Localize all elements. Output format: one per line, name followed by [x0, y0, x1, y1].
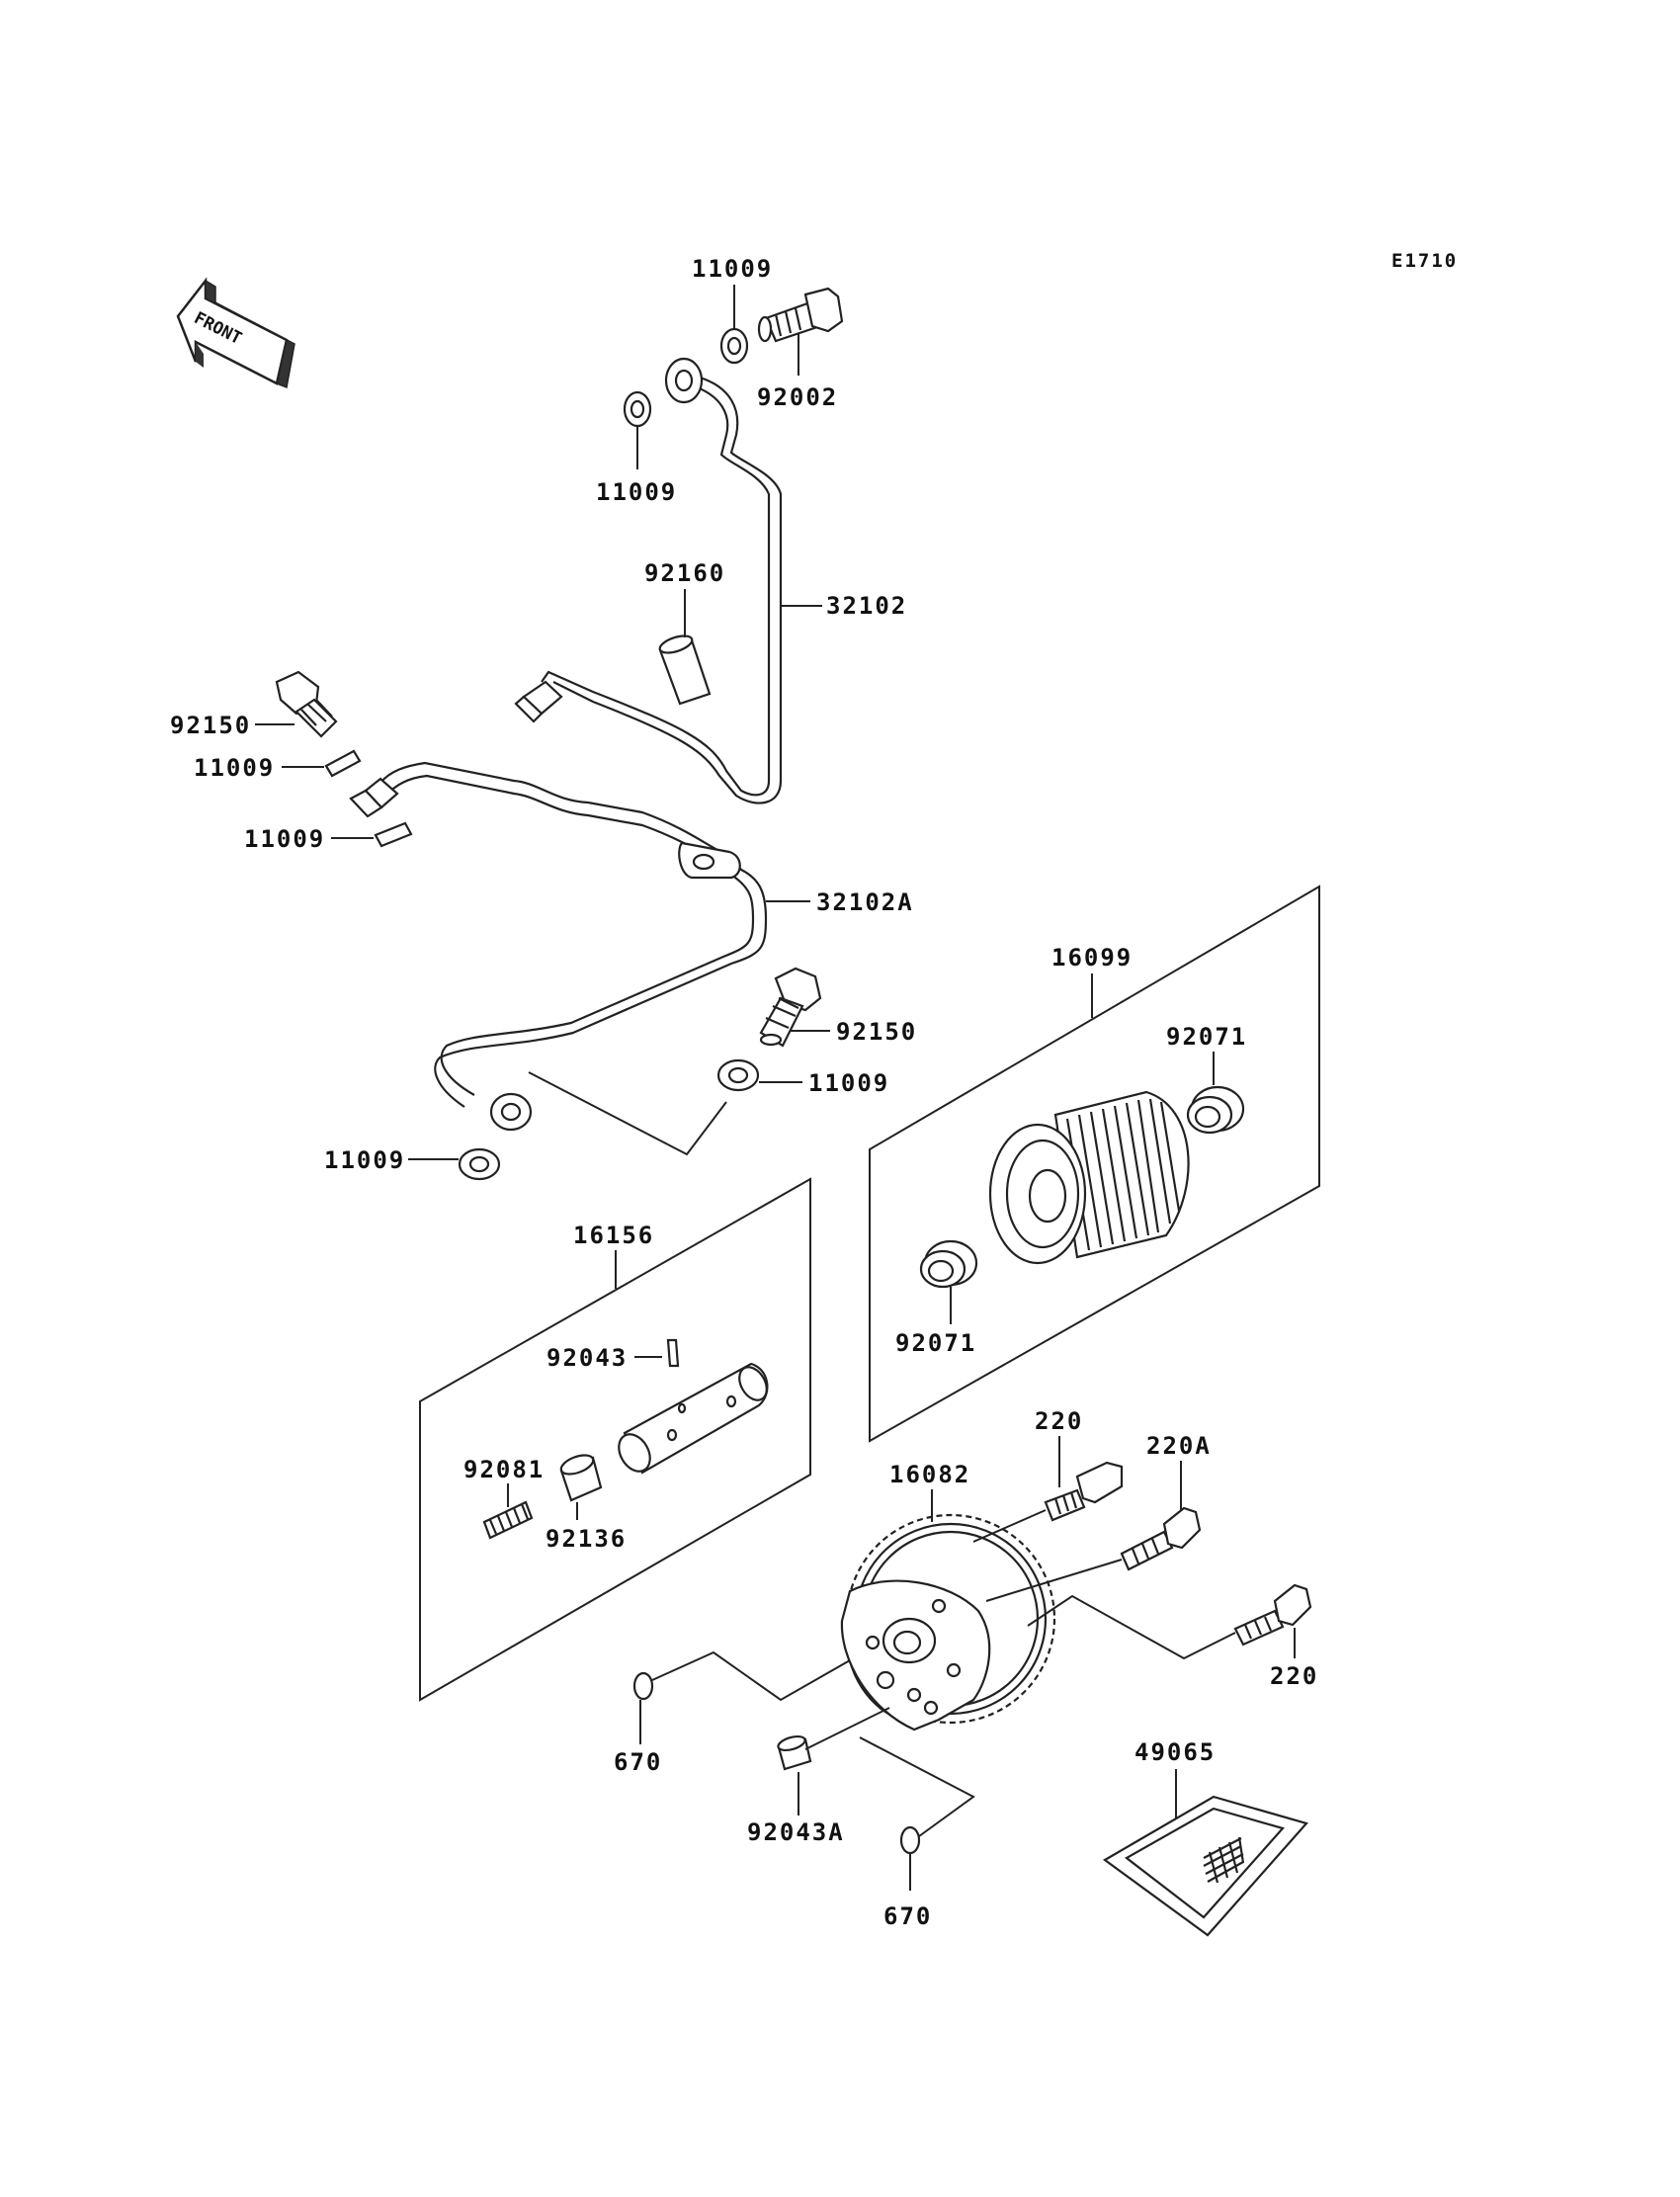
knock-pin-92043A — [777, 1734, 812, 1771]
label-11009-bottom: 11009 — [324, 1146, 405, 1174]
banjo-bolt-92150-mid — [759, 967, 822, 1048]
label-220-right: 220 — [1270, 1662, 1318, 1690]
label-16099: 16099 — [1051, 944, 1133, 972]
label-92150-mid: 92150 — [836, 1018, 917, 1046]
label-16082: 16082 — [889, 1461, 970, 1488]
relief-valve-box — [419, 1177, 811, 1702]
bolt-220-right — [1233, 1583, 1312, 1647]
washer-11009-top — [719, 327, 749, 365]
sleeve-92160 — [658, 634, 712, 706]
oil-pipe-32102 — [514, 357, 783, 804]
label-220A: 220A — [1146, 1432, 1212, 1460]
bolt-220-top — [1044, 1461, 1124, 1522]
label-92150-top: 92150 — [170, 712, 251, 739]
label-11009-top: 11009 — [692, 255, 773, 283]
label-92043: 92043 — [546, 1344, 628, 1372]
relief-valve-16156 — [618, 1362, 769, 1475]
o-ring-670-bottom — [899, 1825, 921, 1855]
washer-link-line — [528, 1071, 727, 1156]
oil-filter-box — [869, 885, 1320, 1443]
banjo-bolt-92002 — [757, 287, 844, 343]
label-16156: 16156 — [573, 1222, 654, 1249]
spring-92081 — [482, 1500, 534, 1540]
label-92160: 92160 — [644, 559, 725, 587]
label-11009-mid: 11009 — [808, 1069, 889, 1097]
o-ring-670-left — [632, 1671, 654, 1701]
label-92043A: 92043A — [747, 1818, 845, 1846]
label-11009-b: 11009 — [244, 825, 325, 853]
label-11009-a: 11009 — [194, 754, 275, 782]
pin-92043 — [666, 1338, 680, 1368]
label-220-top: 220 — [1035, 1407, 1083, 1435]
label-92002: 92002 — [757, 383, 838, 411]
washer-11009-left — [623, 390, 652, 428]
part-labels: 11009 92002 11009 92160 32102 92150 1100… — [170, 255, 1318, 1930]
o-ring-92071-left — [919, 1239, 978, 1289]
label-92071-left: 92071 — [895, 1329, 976, 1357]
label-32102A: 32102A — [816, 888, 914, 916]
o-ring-92071-right — [1186, 1085, 1245, 1135]
label-11009-left: 11009 — [596, 478, 677, 506]
front-arrow-icon: FRONT — [176, 277, 295, 389]
washer-11009-a — [324, 749, 362, 778]
label-92071-right: 92071 — [1166, 1023, 1247, 1051]
oil-pipe-32102A — [349, 761, 768, 1132]
label-32102: 32102 — [826, 592, 907, 620]
oil-filter-16099 — [988, 1090, 1190, 1265]
collar-92136 — [559, 1454, 603, 1502]
washer-11009-mid — [716, 1058, 760, 1092]
oil-pump-16082 — [840, 1513, 1056, 1732]
label-92081: 92081 — [463, 1456, 545, 1483]
label-92136: 92136 — [546, 1525, 627, 1553]
bolt-220A — [1120, 1506, 1202, 1571]
washer-11009-b — [374, 821, 413, 848]
diagram-code: E1710 — [1391, 250, 1458, 272]
label-670-left: 670 — [614, 1748, 662, 1776]
label-49065: 49065 — [1134, 1738, 1216, 1766]
banjo-bolt-92150-top — [275, 670, 338, 738]
washer-11009-bottom — [458, 1147, 501, 1181]
leader-lines — [255, 285, 1296, 1891]
label-670-bottom: 670 — [883, 1902, 932, 1930]
oil-screen-49065 — [1102, 1795, 1308, 1937]
